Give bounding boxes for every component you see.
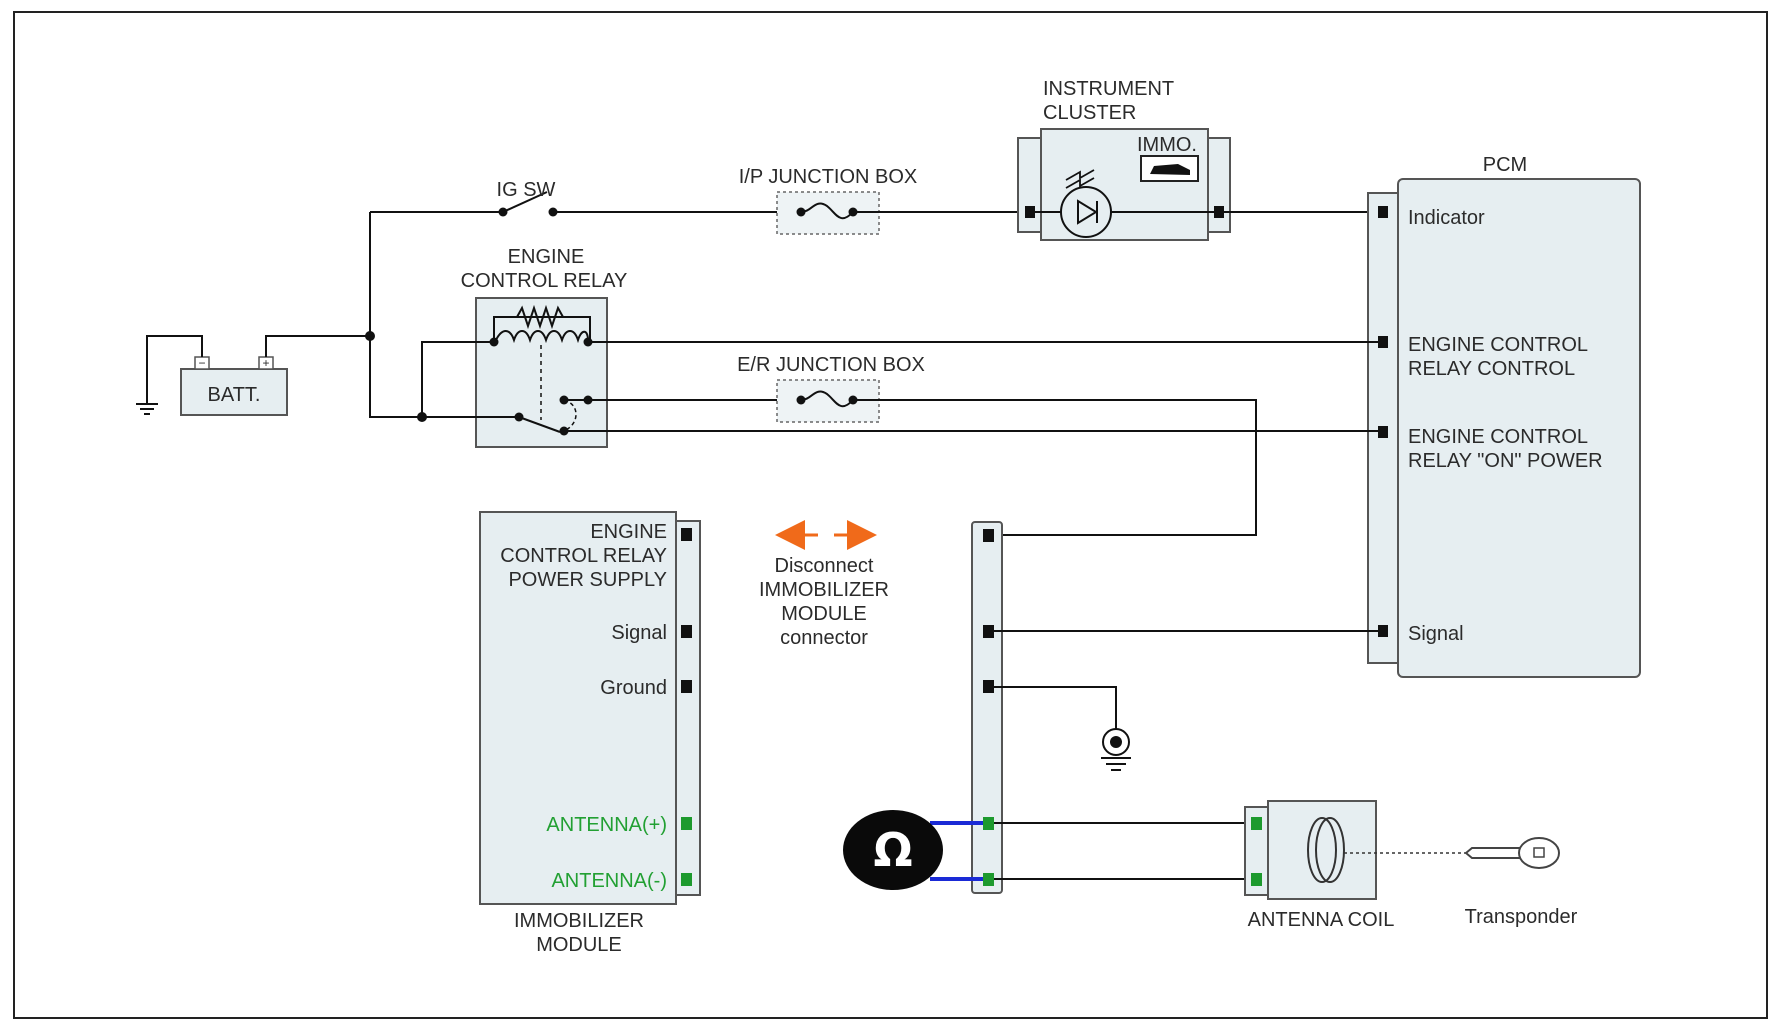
pcm-pin-ecr-control-line1: ENGINE CONTROL [1408, 334, 1588, 356]
pcm: PCM Indicator ENGINE CONTROL RELAY CONTR… [1367, 154, 1641, 678]
engine-control-relay-label-line1: ENGINE [508, 246, 585, 268]
instrument-cluster-label-line2: CLUSTER [1043, 102, 1136, 124]
diagram-frame [13, 11, 1768, 1019]
pcm-label: PCM [1483, 154, 1527, 176]
harness-connector [971, 521, 1003, 894]
svg-text:+: + [262, 356, 269, 370]
relay-coil-feed-wire [421, 341, 494, 417]
disconnect-note-line4: connector [780, 627, 868, 649]
immo-label: IMMO. [1137, 134, 1197, 156]
antenna-coil: ANTENNA COIL [1244, 800, 1473, 931]
immobilizer-pin-antenna-minus: ANTENNA(-) [551, 870, 667, 892]
immobilizer-pin-ground: Ground [600, 677, 667, 699]
immobilizer-pin-antenna-plus: ANTENNA(+) [546, 814, 667, 836]
er-junction-box-label: E/R JUNCTION BOX [737, 354, 925, 376]
ig-switch: IG SW [497, 179, 558, 217]
bus-wire [369, 212, 422, 418]
pcm-pin-indicator: Indicator [1408, 207, 1485, 229]
battery-ground-icon [136, 335, 203, 415]
immobilizer-module-label-line2: MODULE [536, 934, 622, 956]
ground-wire [994, 686, 1117, 730]
pcm-pin-ecr-control-line2: RELAY CONTROL [1408, 358, 1575, 380]
pcm-pin-ecr-on-power-line2: RELAY "ON" POWER [1408, 450, 1603, 472]
immobilizer-module: ENGINE CONTROL RELAY POWER SUPPLY Signal… [479, 511, 701, 956]
immobilizer-pin-ecr-supply-line2: CONTROL RELAY [500, 545, 667, 567]
key-icon: Transponder [1464, 837, 1578, 928]
immobilizer-power-wire [853, 399, 1257, 536]
battery-positive-wire [265, 335, 370, 357]
ip-junction-box-label: I/P JUNCTION BOX [739, 166, 918, 188]
ohm-symbol: Ω [873, 823, 912, 877]
pcm-pin-signal: Signal [1408, 623, 1464, 645]
immobilizer-pin-ecr-supply-line3: POWER SUPPLY [508, 569, 667, 591]
instrument-cluster-label-line1: INSTRUMENT [1043, 78, 1174, 100]
immobilizer-pin-ecr-supply-line1: ENGINE [590, 521, 667, 543]
pcm-pin-ecr-on-power-line1: ENGINE CONTROL [1408, 426, 1588, 448]
ig-switch-label: IG SW [497, 179, 556, 201]
instrument-cluster: IMMO. INSTRUMENT CLUSTER [1017, 78, 1231, 241]
disconnect-note: Disconnect IMMOBILIZER MODULE connector [759, 520, 889, 649]
engine-control-relay-label-line2: CONTROL RELAY [461, 270, 628, 292]
battery-label: BATT. [208, 384, 261, 406]
svg-text:−: − [198, 356, 205, 370]
disconnect-note-line1: Disconnect [775, 555, 874, 577]
battery: − + BATT. [180, 356, 288, 416]
antenna-coil-label: ANTENNA COIL [1248, 909, 1395, 931]
disconnect-note-line3: MODULE [781, 603, 867, 625]
transponder-label: Transponder [1465, 906, 1578, 928]
er-junction-box: E/R JUNCTION BOX [737, 354, 925, 423]
car-icon [1150, 164, 1190, 175]
ground-icon [1101, 728, 1131, 771]
immobilizer-module-label-line1: IMMOBILIZER [514, 910, 644, 932]
engine-control-relay: ENGINE CONTROL RELAY [461, 246, 628, 448]
immobilizer-pin-signal: Signal [611, 622, 667, 644]
disconnect-note-line2: IMMOBILIZER [759, 579, 889, 601]
ohmmeter-icon: Ω [843, 810, 983, 890]
ip-junction-box: I/P JUNCTION BOX [739, 166, 918, 235]
